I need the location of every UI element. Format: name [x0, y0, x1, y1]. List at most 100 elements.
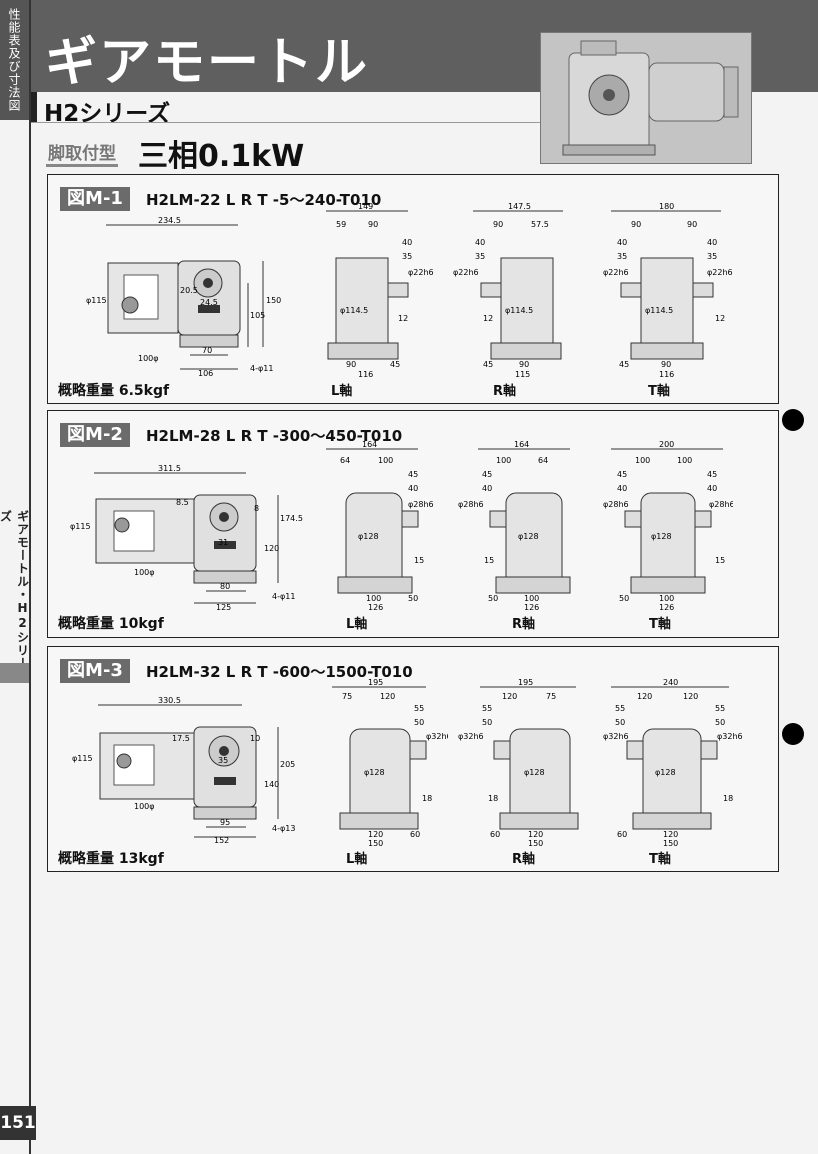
svg-text:15: 15 [715, 556, 725, 565]
svg-text:φ22h6: φ22h6 [603, 268, 629, 277]
svg-text:100: 100 [366, 594, 381, 603]
view-label-t: T軸 [649, 617, 671, 632]
gear-motor-illustration [562, 40, 739, 156]
svg-text:75: 75 [546, 692, 556, 701]
figure-tag: 図M-2 [60, 423, 130, 447]
approx-weight: 概略重量 10kgf [58, 616, 164, 632]
panel-m2: 図M-2 H2LM-28 L R T -300～450-T010 概略重量 10… [47, 410, 779, 638]
view-label-l: L軸 [331, 384, 353, 399]
svg-text:55: 55 [414, 704, 424, 713]
svg-text:100: 100 [378, 456, 393, 465]
series-underline [31, 122, 551, 123]
svg-text:150: 150 [368, 839, 383, 847]
svg-text:15: 15 [484, 556, 494, 565]
r-shaft-view: 164 100 64 45 40 φ28h6 φ128 15 50 100 12… [458, 441, 571, 611]
svg-text:100φ: 100φ [134, 802, 155, 811]
main-view-drawing: 234.5 φ115 20.5 24.5 150 105 70 106 4-φ1… [86, 216, 281, 378]
punch-hole-icon [782, 723, 804, 745]
svg-text:12: 12 [483, 314, 493, 323]
approx-weight: 概略重量 13kgf [58, 851, 164, 867]
svg-text:330.5: 330.5 [158, 696, 181, 705]
svg-text:59: 59 [336, 220, 346, 229]
figure-tag: 図M-1 [60, 187, 130, 211]
svg-text:50: 50 [408, 594, 418, 603]
svg-text:50: 50 [414, 718, 424, 727]
t-shaft-view: 180 90 90 40 40 35 35 φ22h6 φ22h6 φ114.5… [603, 203, 733, 378]
svg-text:φ22h6: φ22h6 [453, 268, 479, 277]
power-rating: 三相0.1kW [138, 139, 305, 174]
svg-text:φ128: φ128 [518, 532, 539, 541]
svg-text:φ28h6: φ28h6 [603, 500, 629, 509]
left-rule [29, 0, 31, 1154]
svg-text:φ128: φ128 [651, 532, 672, 541]
l-shaft-view: 149 59 90 40 35 φ22h6 φ114.5 12 90 45 11… [326, 203, 434, 378]
svg-text:311.5: 311.5 [158, 464, 181, 473]
svg-text:120: 120 [368, 830, 383, 839]
svg-text:100φ: 100φ [134, 568, 155, 577]
t-shaft-view: 200 100 100 45 45 40 40 φ28h6 φ28h6 φ128… [603, 441, 733, 611]
svg-text:195: 195 [368, 679, 383, 687]
view-label-t: T軸 [649, 852, 671, 867]
dim-foot-pitch: 70 [202, 346, 212, 355]
l-shaft-view: 164 64 100 45 40 φ28h6 φ128 15 100 50 12… [326, 441, 434, 611]
svg-text:φ28h6: φ28h6 [709, 500, 733, 509]
svg-text:φ128: φ128 [358, 532, 379, 541]
svg-text:90: 90 [493, 220, 503, 229]
svg-text:195: 195 [518, 679, 533, 687]
svg-text:40: 40 [402, 238, 412, 247]
dim-offset: 20.5 [180, 286, 198, 295]
model-number: H2LM-22 L R T -5～240-T010 [146, 191, 382, 209]
svg-text:φ28h6: φ28h6 [458, 500, 484, 509]
svg-text:50: 50 [615, 718, 625, 727]
svg-text:116: 116 [358, 370, 373, 378]
panel-m1: 図M-1 H2LM-22 L R T -5～240-T010 概略重量 6.5k… [47, 174, 779, 404]
svg-text:75: 75 [342, 692, 352, 701]
svg-text:φ114.5: φ114.5 [340, 306, 368, 315]
svg-text:120: 120 [380, 692, 395, 701]
svg-text:40: 40 [707, 238, 717, 247]
svg-text:115: 115 [515, 370, 530, 378]
main-view-drawing: 330.5 φ115 17.5 10 35 205 140 95 152 4-φ… [72, 696, 295, 844]
svg-text:100: 100 [635, 456, 650, 465]
dim-cable: 100φ [138, 354, 159, 363]
side-tab-series[interactable]: ギアモートル・H2シリーズ [0, 510, 30, 670]
svg-text:164: 164 [362, 441, 377, 449]
svg-text:64: 64 [340, 456, 350, 465]
svg-text:90: 90 [687, 220, 697, 229]
dim-holes: 4-φ11 [250, 364, 273, 373]
l-shaft-view: 195 75 120 55 50 φ32h6 φ128 18 120 60 15… [332, 679, 448, 847]
svg-text:45: 45 [707, 470, 717, 479]
svg-text:90: 90 [631, 220, 641, 229]
series-bar [31, 92, 37, 122]
svg-text:90: 90 [346, 360, 356, 369]
svg-text:φ115: φ115 [72, 754, 93, 763]
svg-text:55: 55 [615, 704, 625, 713]
svg-text:45: 45 [617, 470, 627, 479]
svg-text:80: 80 [220, 582, 230, 591]
svg-text:120: 120 [637, 692, 652, 701]
svg-text:57.5: 57.5 [531, 220, 549, 229]
svg-text:8.5: 8.5 [176, 498, 189, 507]
view-label-r: R軸 [512, 852, 536, 867]
svg-text:205: 205 [280, 760, 295, 769]
page-number: 151 [0, 1106, 36, 1140]
svg-text:120: 120 [264, 544, 279, 553]
svg-text:31: 31 [218, 538, 228, 547]
svg-text:φ32h6: φ32h6 [717, 732, 743, 741]
svg-text:116: 116 [659, 370, 674, 378]
svg-text:60: 60 [410, 830, 420, 839]
approx-weight: 概略重量 6.5kgf [58, 383, 170, 399]
svg-text:35: 35 [218, 756, 228, 765]
svg-text:45: 45 [408, 470, 418, 479]
svg-text:55: 55 [715, 704, 725, 713]
dim-shaft-offset: 24.5 [200, 298, 218, 307]
svg-text:95: 95 [220, 818, 230, 827]
svg-text:φ32h6: φ32h6 [426, 732, 448, 741]
svg-text:126: 126 [524, 603, 539, 611]
mount-type-badge: 脚取付型 [46, 139, 118, 167]
svg-text:126: 126 [659, 603, 674, 611]
side-tab-index[interactable]: 性能表及び寸法図 [0, 0, 29, 120]
svg-text:φ22h6: φ22h6 [408, 268, 434, 277]
r-shaft-view: 147.5 90 57.5 40 35 φ22h6 φ114.5 12 45 9… [453, 203, 563, 378]
punch-hole-icon [782, 409, 804, 431]
